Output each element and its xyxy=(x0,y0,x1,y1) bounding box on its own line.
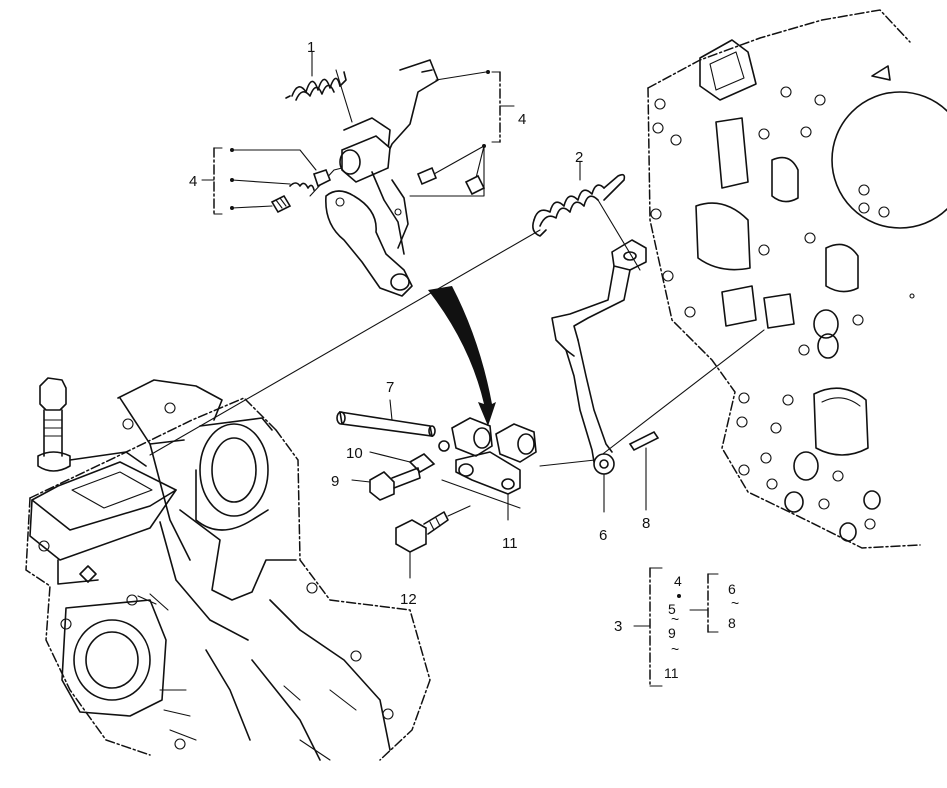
part-11-bracket xyxy=(451,417,537,521)
callout-1: 1 xyxy=(307,39,315,56)
callout-9: 9 xyxy=(331,473,339,490)
part-7-shaft xyxy=(336,399,436,437)
legend-item-4: 4 xyxy=(674,573,682,589)
callout-8: 8 xyxy=(642,515,650,532)
legend-item-11: 11 xyxy=(664,665,679,681)
part-10-nut xyxy=(369,440,450,473)
gear-case-housing xyxy=(25,377,431,761)
legend-sub-6: 6 xyxy=(728,581,736,597)
legend-main: 3 xyxy=(614,618,622,635)
legend-tilde-1: ~ xyxy=(671,611,679,627)
part-12-bolt xyxy=(395,505,471,579)
legend-tilde-3: ~ xyxy=(731,595,739,611)
assembly-arrow xyxy=(428,286,496,426)
legend-diagram xyxy=(633,567,719,687)
alignment-lines xyxy=(149,165,765,509)
legend-sub-8: 8 xyxy=(728,615,736,631)
callout-11: 11 xyxy=(502,535,518,552)
part-1-spring xyxy=(285,51,353,123)
callout-4-upper: 4 xyxy=(518,111,526,128)
callout-7: 7 xyxy=(386,379,394,396)
engine-block-rear-plate xyxy=(647,9,947,549)
callout-12: 12 xyxy=(400,591,417,608)
callout-4-left: 4 xyxy=(189,173,197,190)
part-8-pin xyxy=(628,430,660,511)
part-9-bolt xyxy=(351,467,421,501)
legend-item-9: 9 xyxy=(668,625,676,641)
part-6-lever xyxy=(551,239,647,513)
callout-2: 2 xyxy=(575,149,583,166)
part-4-lever-assembly xyxy=(201,59,515,297)
callout-6: 6 xyxy=(599,527,607,544)
part-2-spring xyxy=(532,161,641,271)
legend-item-5: 5 xyxy=(668,601,676,617)
legend-tilde-2: ~ xyxy=(671,641,679,657)
callout-10: 10 xyxy=(346,445,363,462)
